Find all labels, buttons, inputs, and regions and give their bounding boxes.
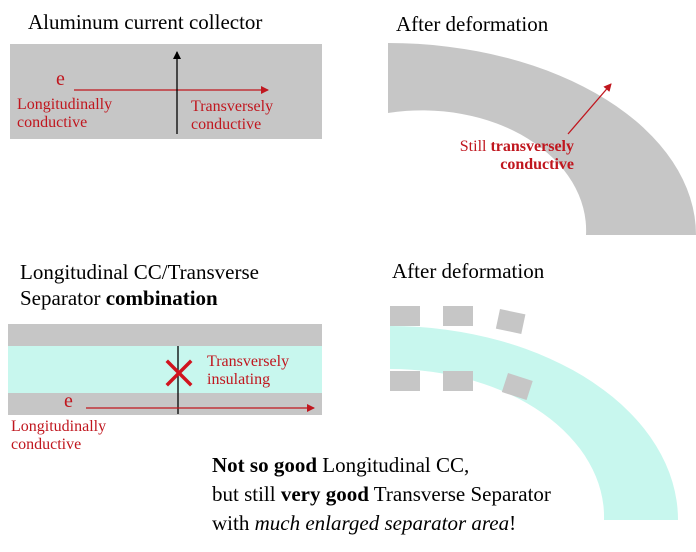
separator-band	[8, 346, 322, 393]
insulating-label: Transversely insulating	[207, 353, 290, 389]
broken-cc-segments	[390, 306, 533, 401]
aluminum-cc-band	[10, 44, 322, 139]
electron-label-top: e	[56, 68, 65, 90]
still-transverse-label: Still transversely conductive	[459, 138, 574, 174]
longitudinal-label-bottom: Longitudinally conductive	[11, 418, 107, 454]
longitudinal-label-top: Longitudinally conductive	[17, 96, 113, 132]
conclusion-text: Not so good Longitudinal CC, but still v…	[212, 453, 551, 535]
aluminum-cc-title: Aluminum current collector	[28, 10, 263, 34]
blocked-cross-icon	[165, 359, 193, 387]
transverse-label-top: Transversely conductive	[191, 98, 274, 134]
bent-transverse-arrow	[567, 83, 612, 135]
combination-band-top	[8, 324, 322, 346]
combination-band-bottom	[8, 393, 322, 415]
after-deformation-title-bottom: After deformation	[392, 259, 545, 283]
combination-title: Longitudinal CC/Transverse Separator com…	[20, 260, 259, 310]
electron-label-bottom: e	[64, 390, 73, 412]
after-deformation-title-top: After deformation	[396, 12, 549, 36]
